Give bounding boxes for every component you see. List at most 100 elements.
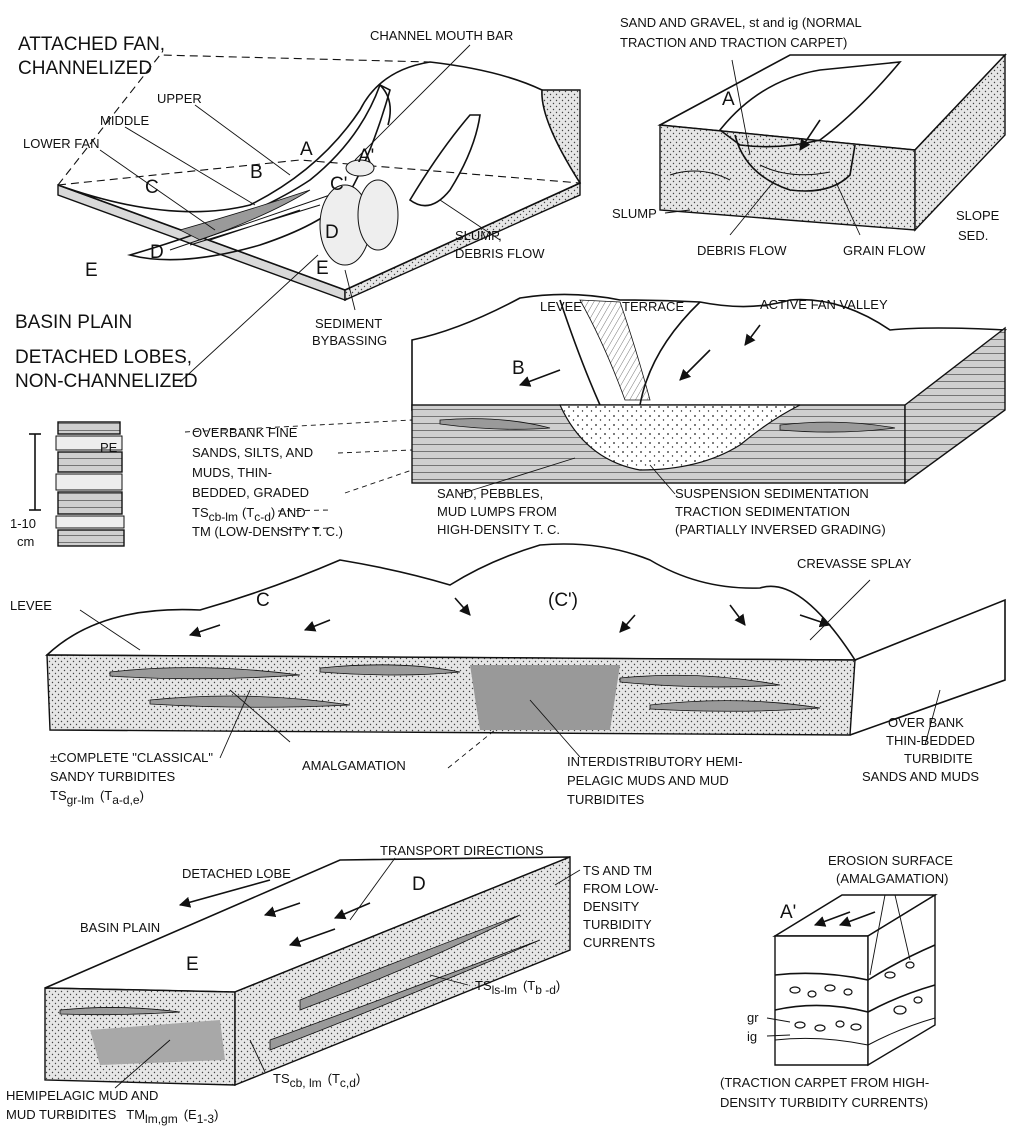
block-a-side-face — [914, 53, 1006, 232]
letter-a-prime: A' — [358, 146, 374, 167]
block-de-leaders — [114, 857, 581, 1089]
block-b-arrow-3 — [744, 324, 761, 346]
interdistributary-label-2: PELAGIC MUDS AND MUD — [567, 773, 729, 788]
block-a-channel-fill — [734, 134, 856, 192]
block-de-letter-d: D — [412, 874, 426, 895]
sediment-bybassing-2: BYBASSING — [312, 333, 387, 348]
strat-bed-3 — [57, 451, 123, 473]
ig-label: ig — [747, 1029, 757, 1044]
strat-column — [29, 421, 125, 547]
block-b-lens-1 — [439, 418, 551, 430]
block-de-lens-3 — [59, 1007, 181, 1016]
erosion-surface-label-1: EROSION SURFACE — [828, 853, 953, 868]
block-a-slope-label-1: SLOPE — [956, 208, 1000, 223]
block-c-letter-c: C — [256, 590, 270, 611]
block-a-leaders — [664, 59, 861, 236]
overbank-turbidite-label-4: SANDS AND MUDS — [862, 769, 979, 784]
block-a-grain-flow-label: GRAIN FLOW — [843, 243, 926, 258]
block-c-arrow-3 — [454, 597, 471, 616]
block-c — [44, 543, 1006, 736]
block-a-slump-line — [669, 170, 731, 181]
block-a-prime-letter: A' — [780, 902, 796, 923]
lower-fan-label: LOWER FAN — [23, 136, 100, 151]
block-de-lens-2 — [269, 939, 541, 1051]
slump-label-2: DEBRIS FLOW — [455, 246, 545, 261]
detached-lobe-2 — [357, 179, 399, 251]
block-de-lens-1 — [299, 914, 521, 1011]
block-a-channel-floor — [718, 61, 902, 148]
strat-bed-2 — [55, 435, 123, 451]
block-c-letter-c-prime: (C') — [548, 590, 578, 611]
overbank-label-1: OVERBANK FINE — [192, 425, 298, 440]
block-b-lens-2 — [779, 421, 896, 433]
block-c-front-face — [46, 654, 856, 736]
block-de-hemipelagic-zone — [90, 1020, 225, 1065]
overbank-turbidite-label-2: THIN-BEDDED — [886, 733, 975, 748]
block-a-title-1: SAND AND GRAVEL, st and ig (NORMAL — [620, 15, 862, 30]
letter-b: B — [250, 162, 263, 183]
block-b-arrow-1 — [518, 369, 561, 387]
detached-lobe-arrow — [178, 879, 271, 908]
overbank-label-3: MUDS, THIN- — [192, 465, 272, 480]
block-a-prime-leaders — [766, 894, 911, 1037]
block-a-debris-flow-label: DEBRIS FLOW — [697, 243, 787, 258]
block-a-slope-label-2: SED. — [958, 228, 988, 243]
pebble — [884, 971, 896, 979]
pebble — [814, 1024, 826, 1032]
sand-pebbles-label-1: SAND, PEBBLES, — [437, 486, 543, 501]
erosion-surface-label-2: (AMALGAMATION) — [836, 871, 948, 886]
block-de-basin-plain-label: BASIN PLAIN — [80, 920, 160, 935]
upper-label: UPPER — [157, 91, 202, 106]
erosion-surface-2 — [774, 984, 936, 1013]
fan-upper-channel — [379, 84, 391, 126]
block-b-terrace — [579, 299, 651, 401]
detached-lobes-title-1: DETACHED LOBES, — [15, 347, 192, 368]
block-c-top — [44, 543, 857, 661]
block-c-arrow-4 — [619, 614, 636, 633]
letter-e: E — [85, 260, 98, 281]
block-a-prime-front-face — [774, 935, 869, 1066]
pebble — [850, 1023, 862, 1031]
block-a-prime-arrow-2 — [838, 911, 876, 927]
gr-label: gr — [747, 1010, 759, 1025]
block-c-arrow-1 — [188, 624, 221, 638]
slump-label-1: SLUMP, — [455, 228, 502, 243]
amalgamation-label: AMALGAMATION — [302, 758, 406, 773]
attached-fan-title-1: ATTACHED FAN, — [18, 34, 165, 55]
overbank-turbidite-label-3: TURBIDITE — [904, 751, 973, 766]
pe-label: PE — [100, 440, 118, 455]
pebble — [835, 1020, 845, 1028]
letter-c: C — [145, 177, 159, 198]
detached-lobes-title-2: NON-CHANNELIZED — [15, 371, 198, 392]
letter-a: A — [300, 139, 313, 160]
strat-bed-5 — [57, 491, 123, 515]
interdistributary-label-1: INTERDISTRIBUTORY HEMI- — [567, 754, 743, 769]
erosion-surface-3 — [774, 1017, 936, 1046]
block-b-letter: B — [512, 358, 525, 379]
sand-pebbles-label-3: HIGH-DENSITY T. C. — [437, 522, 560, 537]
block-b-levee-label: LEVEE — [540, 299, 582, 314]
middle-label: MIDDLE — [100, 113, 149, 128]
ts-cb-lm-label: TScb-lm(Tc-d) AND — [192, 505, 306, 524]
letter-d-2: D — [325, 222, 339, 243]
attached-fan-title-2: CHANNELIZED — [18, 58, 152, 79]
block-b-channel-fill — [559, 404, 801, 471]
block-a — [657, 53, 1007, 232]
strat-bed-7 — [57, 529, 125, 547]
erosion-surface-1 — [774, 944, 936, 981]
block-a-debris-flow-line — [759, 164, 831, 176]
block-c-side-face — [849, 598, 1006, 736]
interdistributary-label-3: TURBIDITES — [567, 792, 645, 807]
pebble — [789, 986, 801, 994]
pebble — [905, 961, 915, 969]
ts-cb-lm-bottom-label: TScb, lm(Tc,d) — [273, 1071, 360, 1090]
block-a-letter: A — [722, 89, 735, 110]
suspension-label-2: TRACTION SEDIMENTATION — [675, 504, 850, 519]
block-de-arrow-2 — [333, 902, 371, 920]
strat-bed-1 — [57, 421, 121, 435]
block-c-lens-2 — [319, 664, 461, 676]
traction-carpet-caption-2: DENSITY TURBIDITY CURRENTS) — [720, 1095, 928, 1110]
sediment-bybassing-1: SEDIMENT — [315, 316, 382, 331]
